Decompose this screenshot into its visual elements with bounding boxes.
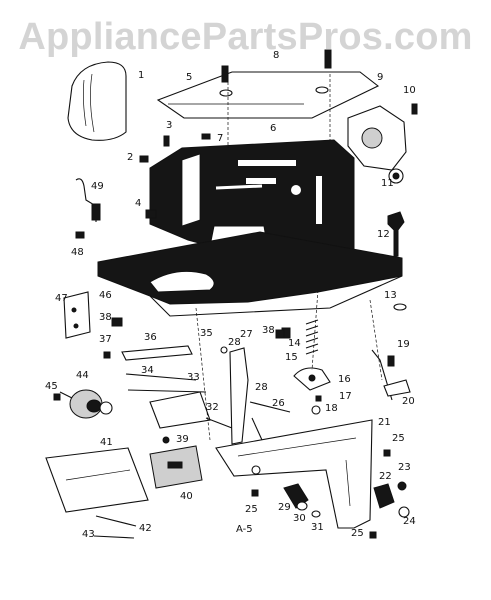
callout-10: 10 bbox=[403, 85, 416, 96]
callout-13: 13 bbox=[384, 290, 397, 301]
callout-28: 28 bbox=[228, 337, 241, 348]
callout-1: 1 bbox=[138, 70, 144, 81]
callout-24: 24 bbox=[403, 516, 416, 527]
part-bobbin-winder[interactable] bbox=[59, 389, 113, 419]
callout-11: 11 bbox=[381, 178, 394, 189]
callout-25: 25 bbox=[245, 504, 258, 515]
part-thread-guide[interactable] bbox=[75, 178, 101, 222]
callout-7: 7 bbox=[217, 133, 223, 144]
callout-5: 5 bbox=[186, 72, 192, 83]
callout-23: 23 bbox=[398, 462, 411, 473]
part-top-cover[interactable] bbox=[156, 71, 380, 119]
callout-28: 28 bbox=[255, 382, 268, 393]
callout-29: 29 bbox=[278, 502, 291, 513]
part-loose-screws[interactable] bbox=[53, 103, 418, 401]
figure-code: A-5 bbox=[236, 524, 253, 535]
callout-49: 49 bbox=[91, 181, 104, 192]
part-adjustment-knobs[interactable] bbox=[283, 483, 395, 518]
callout-21: 21 bbox=[378, 417, 391, 428]
callout-38: 38 bbox=[262, 325, 275, 336]
callout-26: 26 bbox=[272, 398, 285, 409]
callout-4: 4 bbox=[135, 198, 141, 209]
callout-18: 18 bbox=[325, 403, 338, 414]
callout-41: 41 bbox=[100, 437, 113, 448]
part-slide-plate[interactable] bbox=[45, 447, 149, 539]
callout-8: 8 bbox=[273, 50, 279, 61]
callout-32: 32 bbox=[206, 402, 219, 413]
callout-47: 47 bbox=[55, 293, 68, 304]
callout-27: 27 bbox=[240, 329, 253, 340]
callout-14: 14 bbox=[288, 338, 301, 349]
part-connecting-rods[interactable] bbox=[220, 346, 291, 441]
callout-22: 22 bbox=[379, 471, 392, 482]
callout-6: 6 bbox=[270, 123, 276, 134]
callout-37: 37 bbox=[99, 334, 112, 345]
part-bell-crank[interactable] bbox=[293, 367, 331, 391]
part-right-linkage[interactable] bbox=[371, 349, 411, 401]
callout-44: 44 bbox=[76, 370, 89, 381]
callout-25: 25 bbox=[351, 528, 364, 539]
part-face-cover[interactable] bbox=[67, 61, 127, 141]
callout-39: 39 bbox=[176, 434, 189, 445]
part-needle-plate[interactable] bbox=[149, 436, 203, 489]
callout-12: 12 bbox=[377, 229, 390, 240]
part-screws-25[interactable] bbox=[251, 449, 391, 539]
callout-43: 43 bbox=[82, 529, 95, 540]
callout-17: 17 bbox=[339, 391, 352, 402]
callout-33: 33 bbox=[187, 372, 200, 383]
callout-16: 16 bbox=[338, 374, 351, 385]
part-small-screws[interactable] bbox=[311, 395, 322, 415]
part-washer[interactable] bbox=[393, 303, 407, 311]
machine-head bbox=[149, 139, 355, 265]
callout-35: 35 bbox=[200, 328, 213, 339]
assembly-lines bbox=[195, 74, 383, 441]
callout-15: 15 bbox=[285, 352, 298, 363]
part-needle-clamp[interactable] bbox=[387, 211, 405, 257]
part-feed-linkage[interactable] bbox=[121, 345, 233, 429]
callout-42: 42 bbox=[139, 523, 152, 534]
callout-36: 36 bbox=[144, 332, 157, 343]
callout-labels: 1234567891011121314151617181920212223242… bbox=[45, 50, 416, 540]
callout-2: 2 bbox=[127, 152, 133, 163]
watermark: AppliancePartsPros.com bbox=[18, 16, 473, 58]
callout-48: 48 bbox=[71, 247, 84, 258]
part-base-plate[interactable] bbox=[215, 419, 373, 529]
part-side-bracket[interactable] bbox=[63, 291, 91, 339]
callout-3: 3 bbox=[166, 120, 172, 131]
part-feet[interactable] bbox=[397, 481, 410, 518]
callout-34: 34 bbox=[141, 365, 154, 376]
callout-40: 40 bbox=[180, 491, 193, 502]
callout-38: 38 bbox=[99, 312, 112, 323]
part-hook-assembly[interactable] bbox=[347, 105, 407, 184]
callout-31: 31 bbox=[311, 522, 324, 533]
callout-30: 30 bbox=[293, 513, 306, 524]
callout-20: 20 bbox=[402, 396, 415, 407]
callout-9: 9 bbox=[377, 72, 383, 83]
callout-46: 46 bbox=[99, 290, 112, 301]
part-vertical-link[interactable] bbox=[229, 347, 249, 445]
callout-25: 25 bbox=[392, 433, 405, 444]
callout-19: 19 bbox=[397, 339, 410, 350]
machine-bed bbox=[97, 231, 403, 317]
callout-45: 45 bbox=[45, 381, 58, 392]
